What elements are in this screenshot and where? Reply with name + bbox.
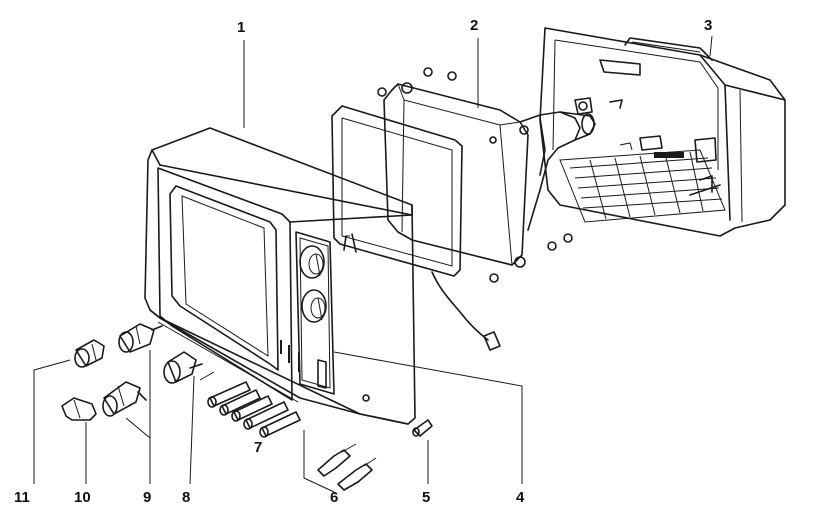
callout-6: 6 [330,489,339,506]
callout-7: 7 [254,439,263,456]
knob-9-lower [102,381,147,417]
callout-11: 11 [14,489,30,506]
callout-4: 4 [516,489,525,506]
callout-8: 8 [182,489,191,506]
callout-3: 3 [704,17,713,34]
clips-6 [317,443,377,491]
picture-tube [377,67,596,283]
knob-8 [163,351,215,384]
callout-5: 5 [422,489,431,506]
leader-lines [33,35,713,493]
callout-10: 10 [74,489,91,506]
callout-9: 9 [143,489,152,506]
knob-10 [61,397,97,421]
screw-5 [412,419,433,437]
knob-9-upper [118,323,163,353]
tube-gasket-frame [331,105,501,351]
knob-11 [74,339,105,368]
callout-2: 2 [470,17,479,34]
front-cabinet [144,127,416,425]
callout-1: 1 [237,19,246,36]
rear-chassis [539,27,786,237]
push-buttons-7 [207,381,301,438]
